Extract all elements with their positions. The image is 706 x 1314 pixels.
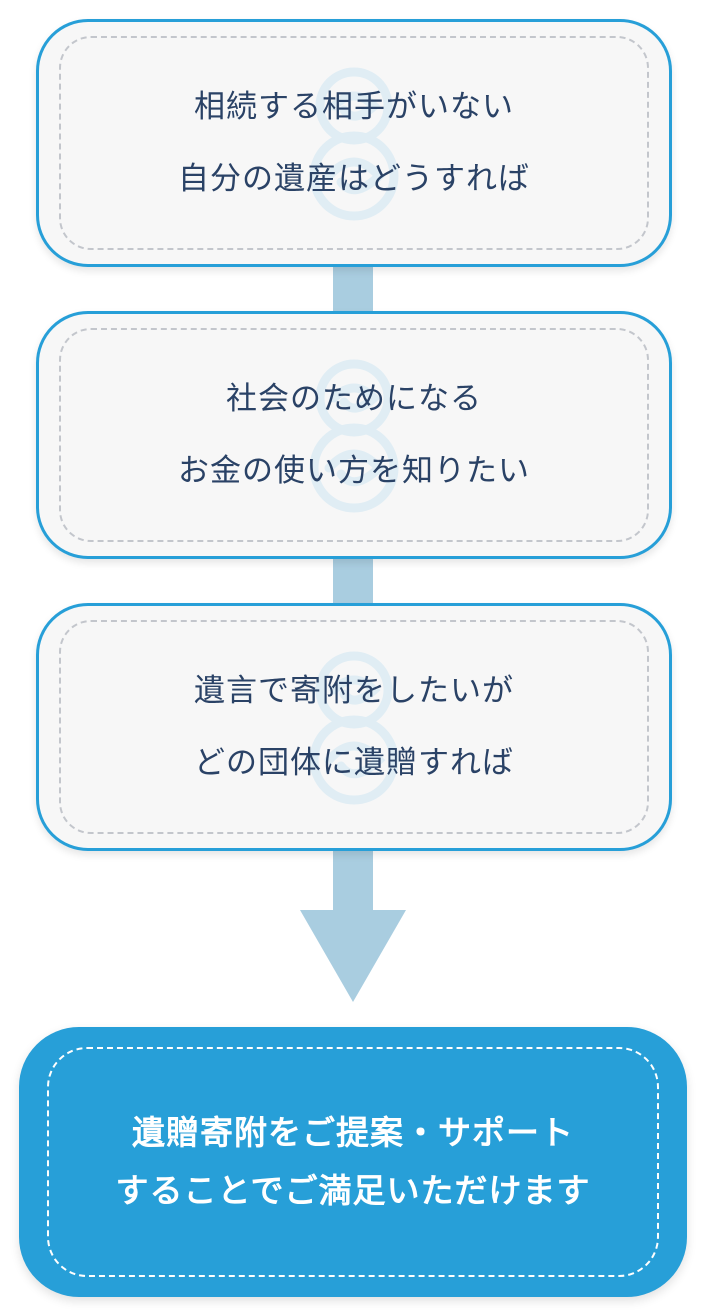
- down-arrow-icon: [300, 910, 406, 1002]
- connector-1: [333, 262, 373, 320]
- dashed-border: [59, 36, 649, 250]
- solution-box: 遺贈寄附をご提案・サポート することでご満足いただけます: [19, 1027, 687, 1297]
- swirl-logo-icon: [309, 651, 399, 805]
- concern-line-1: 社会のためになる: [226, 381, 482, 417]
- solution-line-1: 遺贈寄附をご提案・サポート: [132, 1113, 574, 1152]
- swirl-logo-icon: [309, 359, 399, 513]
- concern-line-1: 相続する相手がいない: [194, 89, 514, 125]
- concern-text: 遺言で寄附をしたいが どの団体に遺贈すれば: [39, 655, 669, 799]
- solution-line-2: することでご満足いただけます: [115, 1171, 591, 1210]
- swirl-logo-icon: [309, 67, 399, 221]
- concern-text: 社会のためになる お金の使い方を知りたい: [39, 363, 669, 507]
- concern-box-3: 遺言で寄附をしたいが どの団体に遺贈すれば: [36, 603, 672, 851]
- concern-line-2: どの団体に遺贈すれば: [194, 745, 514, 781]
- concern-line-2: お金の使い方を知りたい: [178, 453, 530, 489]
- concern-line-1: 遺言で寄附をしたいが: [194, 673, 514, 709]
- concern-box-1: 相続する相手がいない 自分の遺産はどうすれば: [36, 19, 672, 267]
- dashed-border: [59, 620, 649, 834]
- solution-text: 遺贈寄附をご提案・サポート することでご満足いただけます: [19, 1104, 687, 1220]
- concern-text: 相続する相手がいない 自分の遺産はどうすれば: [39, 71, 669, 215]
- dashed-border: [59, 328, 649, 542]
- dashed-border: [47, 1047, 659, 1277]
- connector-2: [333, 554, 373, 612]
- concern-box-2: 社会のためになる お金の使い方を知りたい: [36, 311, 672, 559]
- concern-line-2: 自分の遺産はどうすれば: [178, 161, 530, 197]
- arrow-shaft: [333, 845, 373, 915]
